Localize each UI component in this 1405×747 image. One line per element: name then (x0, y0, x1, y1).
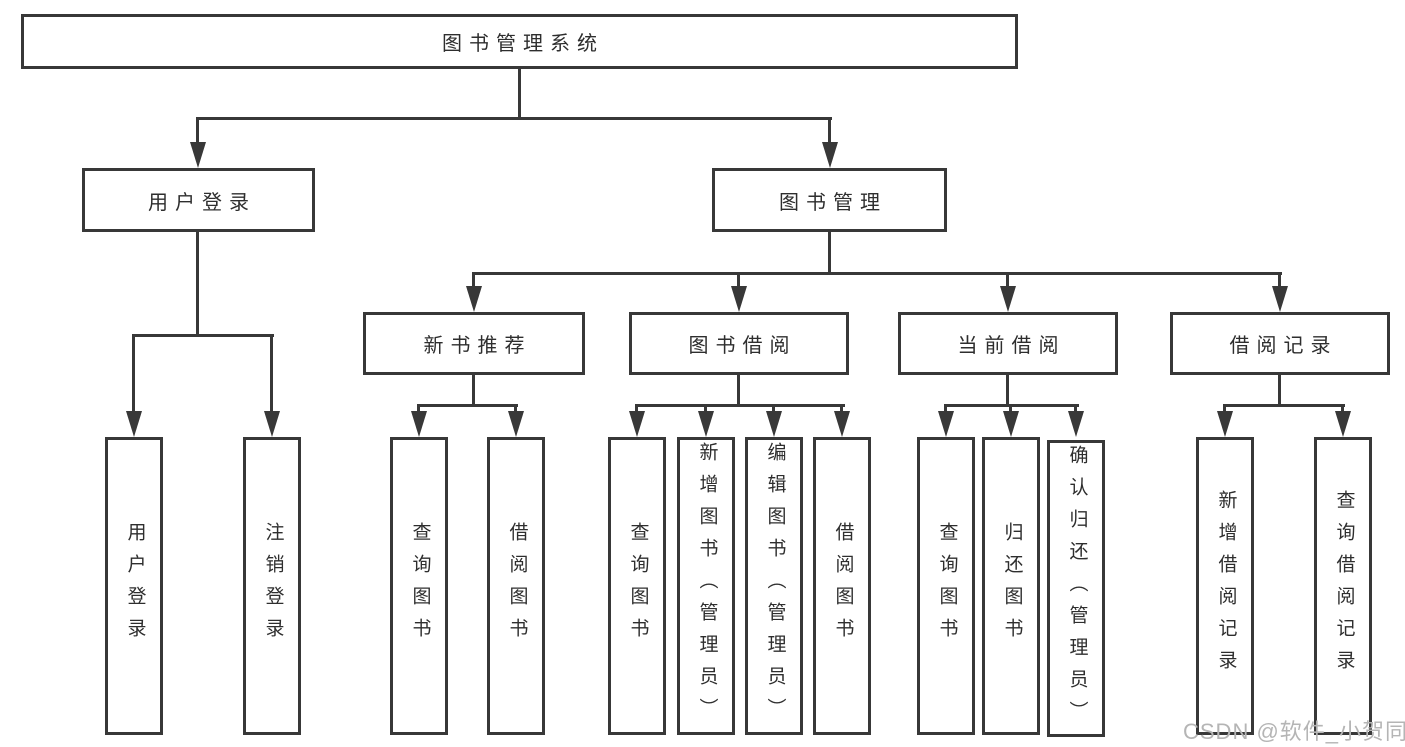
arrow-down-icon (822, 142, 838, 168)
leaf-label: 确认归还（管理员） (1066, 444, 1088, 733)
leaf-label: 新增图书（管理员） (696, 442, 718, 730)
connector-line (772, 404, 775, 414)
connector-line (1006, 272, 1009, 290)
arrow-down-icon (508, 411, 524, 437)
node-user-login: 用户登录 (82, 168, 315, 232)
leaf-query-book-borrow: 查询图书 (608, 437, 666, 735)
arrow-down-icon (834, 411, 850, 437)
node-book-management-label: 图书管理 (779, 191, 887, 214)
leaf-logout: 注销登录 (243, 437, 301, 735)
leaf-label: 归还图书 (1001, 522, 1023, 650)
connector-line (1223, 404, 1226, 414)
connector-line (737, 375, 740, 407)
arrow-down-icon (731, 286, 747, 312)
node-root-label: 图书管理系统 (442, 33, 604, 55)
leaf-label: 用户登录 (124, 522, 146, 650)
node-new-book-recommend: 新书推荐 (363, 312, 585, 375)
leaf-label: 借阅图书 (832, 522, 854, 650)
arrow-down-icon (629, 411, 645, 437)
node-book-management: 图书管理 (712, 168, 947, 232)
connector-line (472, 272, 475, 290)
connector-line (840, 404, 843, 414)
connector-line (1341, 404, 1344, 414)
arrow-down-icon (1000, 286, 1016, 312)
leaf-add-book-admin: 新增图书（管理员） (677, 437, 735, 735)
connector-line (1009, 404, 1012, 414)
leaf-label: 新增借阅记录 (1215, 490, 1237, 682)
leaf-label: 编辑图书（管理员） (764, 442, 786, 730)
node-new-book-recommend-label: 新书推荐 (423, 335, 532, 357)
arrow-down-icon (1003, 411, 1019, 437)
arrow-down-icon (411, 411, 427, 437)
arrow-down-icon (1335, 411, 1351, 437)
connector-line (417, 404, 518, 407)
leaf-add-borrow-record: 新增借阅记录 (1196, 437, 1254, 735)
connector-line (196, 117, 199, 147)
connector-line (1278, 272, 1281, 290)
connector-line (704, 404, 707, 414)
connector-line (514, 404, 517, 414)
leaf-borrow-book: 借阅图书 (813, 437, 871, 735)
connector-line (737, 272, 740, 290)
arrow-down-icon (264, 411, 280, 437)
connector-line (196, 117, 832, 120)
connector-line (472, 272, 1282, 275)
leaf-label: 查询借阅记录 (1333, 490, 1355, 682)
node-current-borrow-label: 当前借阅 (957, 335, 1066, 357)
leaf-query-book-recommend: 查询图书 (390, 437, 448, 735)
arrow-down-icon (938, 411, 954, 437)
arrow-down-icon (1217, 411, 1233, 437)
connector-line (1074, 404, 1077, 414)
arrow-down-icon (126, 411, 142, 437)
connector-line (1006, 375, 1009, 407)
node-borrow-record: 借阅记录 (1170, 312, 1390, 375)
leaf-borrow-book-recommend: 借阅图书 (487, 437, 545, 735)
connector-line (132, 334, 274, 337)
node-root: 图书管理系统 (21, 14, 1018, 69)
connector-line (1223, 404, 1345, 407)
leaf-confirm-return-admin: 确认归还（管理员） (1047, 440, 1105, 737)
arrow-down-icon (1272, 286, 1288, 312)
arrow-down-icon (466, 286, 482, 312)
connector-line (518, 69, 521, 120)
node-book-borrow: 图书借阅 (629, 312, 849, 375)
connector-line (196, 232, 199, 337)
arrow-down-icon (698, 411, 714, 437)
leaf-query-book-current: 查询图书 (917, 437, 975, 735)
leaf-label: 查询图书 (936, 522, 958, 650)
arrow-down-icon (1068, 411, 1084, 437)
leaf-label: 查询图书 (627, 522, 649, 650)
connector-line (828, 232, 831, 275)
connector-line (132, 334, 135, 414)
arrow-down-icon (766, 411, 782, 437)
arrow-down-icon (190, 142, 206, 168)
connector-line (635, 404, 638, 414)
connector-line (1278, 375, 1281, 407)
node-user-login-label: 用户登录 (148, 191, 256, 214)
leaf-label: 注销登录 (262, 522, 284, 650)
connector-line (944, 404, 947, 414)
connector-line (417, 404, 420, 414)
node-current-borrow: 当前借阅 (898, 312, 1118, 375)
leaf-user-login: 用户登录 (105, 437, 163, 735)
csdn-watermark: CSDN @软件_小贺同学 (1183, 719, 1405, 744)
leaf-label: 借阅图书 (506, 522, 528, 650)
leaf-label: 查询图书 (409, 522, 431, 650)
node-borrow-record-label: 借阅记录 (1229, 335, 1338, 357)
connector-line (635, 404, 845, 407)
connector-line (828, 117, 831, 147)
leaf-query-borrow-record: 查询借阅记录 (1314, 437, 1372, 735)
node-book-borrow-label: 图书借阅 (688, 335, 797, 357)
leaf-return-book: 归还图书 (982, 437, 1040, 735)
leaf-edit-book-admin: 编辑图书（管理员） (745, 437, 803, 735)
connector-line (472, 375, 475, 407)
connector-line (270, 334, 273, 414)
